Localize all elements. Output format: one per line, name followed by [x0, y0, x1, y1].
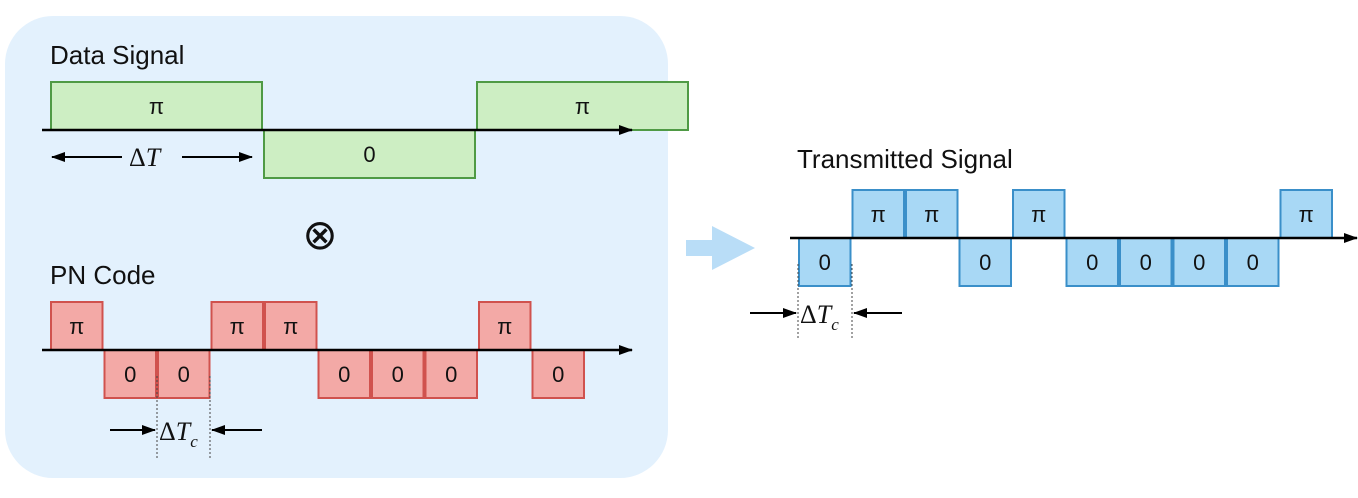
pn-chip-cell-box: [317, 349, 371, 399]
pn-chip-cell-label: 0: [392, 362, 404, 387]
tx-chip-cell-label: 0: [979, 250, 991, 275]
pn-chip-cell: 0: [317, 349, 371, 399]
flow-arrow-icon: [686, 226, 755, 270]
pn-chip-cell: π: [264, 301, 318, 351]
tx-chip-label: ΔTc: [800, 300, 839, 334]
tx-chip-cell-label: 0: [1247, 250, 1259, 275]
data-signal-cell: π: [50, 81, 263, 131]
pn-chip-cell-label: 0: [178, 362, 190, 387]
tx-chip-cell-label: π: [924, 202, 939, 227]
pn-chip-cell-label: π: [497, 314, 512, 339]
pn-chip-cell: π: [478, 301, 532, 351]
tx-chip-cell-box: [1119, 237, 1173, 287]
pn-chip-cell-label: π: [69, 314, 84, 339]
tx-chip-cell-box: [1065, 237, 1119, 287]
pn-chip-label: ΔTc: [159, 417, 198, 451]
pn-chip-cell-label: π: [283, 314, 298, 339]
data-signal-cell-label: π: [575, 94, 590, 119]
pn-chip-cell: 0: [371, 349, 425, 399]
tx-chip-cell-box: [905, 189, 959, 239]
pn-chip-cell-label: 0: [124, 362, 136, 387]
data-signal-cell-label: 0: [363, 142, 375, 167]
pn-chip-cell: 0: [531, 349, 585, 399]
pn-chip-cell: 0: [424, 349, 478, 399]
pn-chip-cell-label: 0: [552, 362, 564, 387]
tx-chip-cell: 0: [1119, 237, 1173, 287]
data-signal-cell: π: [476, 81, 689, 131]
data-signal-title: Data Signal: [50, 40, 184, 70]
pn-chip-cell-box: [50, 301, 104, 351]
tx-chip-cell-box: [851, 189, 905, 239]
pn-chip-cell-label: π: [230, 314, 245, 339]
data-signal-cell-box: [263, 129, 476, 179]
data-signal-waveform: π 0 π: [50, 81, 689, 179]
pn-chip-cell-label: 0: [445, 362, 457, 387]
pn-chip-cell-box: [103, 349, 157, 399]
tx-chip-cell: 0: [798, 237, 852, 287]
tx-chip-cell-label: 0: [1193, 250, 1205, 275]
data-signal-cell-box: [476, 81, 689, 131]
pn-chip-cell-box: [157, 349, 211, 399]
tx-chip-cell-box: [958, 237, 1012, 287]
pn-chip-cell-label: 0: [338, 362, 350, 387]
tx-chip-cell: π: [851, 189, 905, 239]
tx-chip-cell: 0: [1172, 237, 1226, 287]
multiply-icon: ⊗: [302, 210, 337, 259]
pn-chip-cell: π: [50, 301, 104, 351]
tx-chip-cell-label: π: [871, 202, 886, 227]
pn-chip-cell-box: [478, 301, 532, 351]
tx-chip-cell: 0: [1226, 237, 1280, 287]
pn-code-waveform: π 0 0 π π 0 0 0 π 0: [50, 301, 585, 399]
pn-chip-cell-box: [424, 349, 478, 399]
pn-code-title: PN Code: [50, 260, 156, 290]
tx-chip-cell: π: [1279, 189, 1333, 239]
data-signal-cell-label: π: [149, 94, 164, 119]
tx-chip-cell: π: [1012, 189, 1066, 239]
duration-label: ΔT: [129, 143, 162, 172]
data-signal-cell: 0: [263, 129, 476, 179]
tx-chip-cell-label: 0: [1086, 250, 1098, 275]
pn-chip-cell-box: [371, 349, 425, 399]
tx-chip-cell-label: 0: [819, 250, 831, 275]
pn-chip-cell-box: [531, 349, 585, 399]
tx-chip-cell-label: π: [1299, 202, 1314, 227]
pn-chip-cell: π: [210, 301, 264, 351]
tx-chip-cell-box: [798, 237, 852, 287]
transmitted-signal-title: Transmitted Signal: [797, 144, 1013, 174]
tx-chip-cell-label: 0: [1140, 250, 1152, 275]
data-signal-cell-box: [50, 81, 263, 131]
pn-chip-cell-box: [264, 301, 318, 351]
pn-chip-cell: 0: [157, 349, 211, 399]
tx-chip-cell: 0: [958, 237, 1012, 287]
tx-chip-cell: π: [905, 189, 959, 239]
tx-chip-cell-label: π: [1031, 202, 1046, 227]
pn-chip-cell: 0: [103, 349, 157, 399]
tx-chip-cell: 0: [1065, 237, 1119, 287]
